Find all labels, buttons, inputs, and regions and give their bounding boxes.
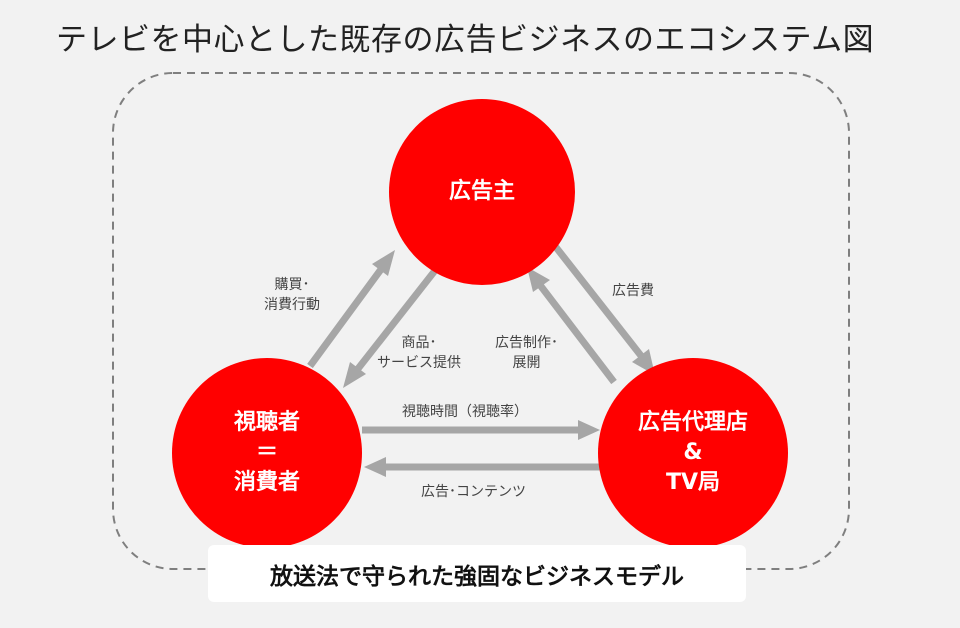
- node-agency-tv: 広告代理店 & TV局: [598, 358, 788, 548]
- arrow-ads-content: [364, 457, 600, 477]
- footer-banner: 放送法で守られた強固なビジネスモデル: [208, 545, 746, 602]
- label-products: 商品･ サービス提供: [377, 335, 461, 372]
- footer-text: 放送法で守られた強固なビジネスモデル: [270, 563, 684, 590]
- consumer-label: 消費者: [233, 469, 300, 495]
- equals-sign: ＝: [255, 440, 278, 466]
- arrow-ad-cost: [552, 243, 655, 375]
- node-viewer-consumer: 視聴者 ＝ 消費者: [172, 358, 362, 548]
- arrow-viewing-time: [362, 420, 600, 440]
- label-ads-content: 広告･コンテンツ: [421, 484, 526, 500]
- arrow-products: [343, 265, 440, 388]
- page-title: テレビを中心とした既存の広告ビジネスのエコシステム図: [56, 22, 875, 58]
- arrow-purchase: [307, 250, 395, 369]
- label-ad-cost: 広告費: [612, 283, 654, 299]
- node-advertiser: 広告主: [389, 99, 575, 285]
- advertiser-label: 広告主: [448, 179, 515, 205]
- agency-label: 広告代理店: [637, 410, 748, 436]
- viewer-label: 視聴者: [233, 410, 300, 436]
- label-viewing-time: 視聴時間（視聴率）: [402, 404, 528, 420]
- tv-station-label: TV局: [665, 469, 721, 495]
- arrow-ad-production: [527, 267, 617, 385]
- label-ad-production: 広告制作･ 展開: [495, 335, 558, 372]
- ampersand-label: &: [683, 440, 703, 466]
- label-purchase: 購買･ 消費行動: [264, 277, 320, 314]
